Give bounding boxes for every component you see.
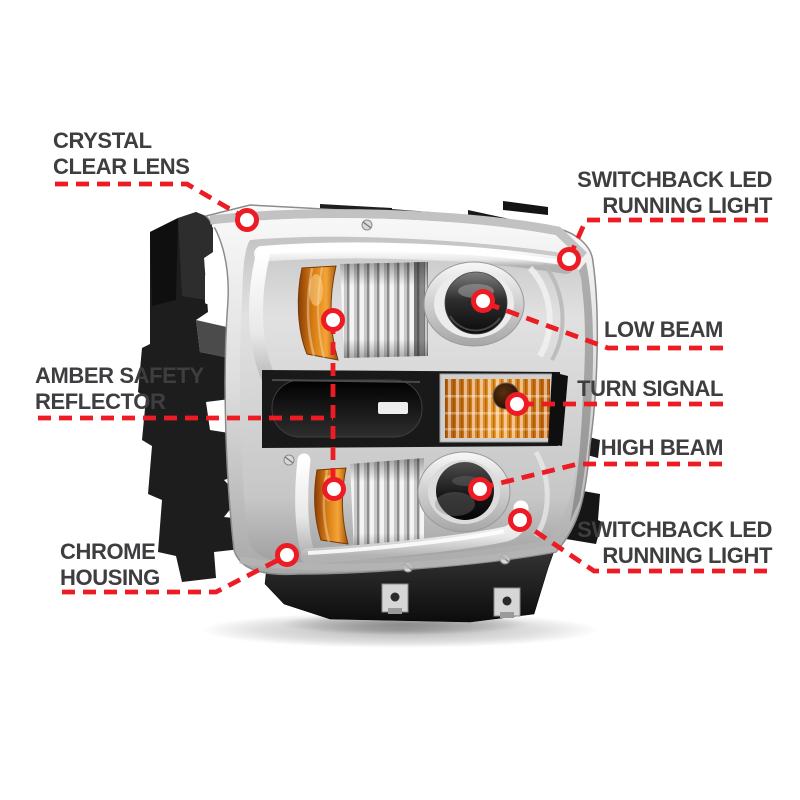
turn-signal-bulb: [492, 382, 520, 410]
callout-label-crystal-clear-lens: CRYSTAL CLEAR LENS: [53, 128, 190, 179]
callout-label-turn-signal: TURN SIGNAL: [577, 376, 723, 401]
fluted-reflector-top: [340, 262, 428, 358]
low-beam-projector: [423, 261, 525, 347]
callout-label-switchback-top: SWITCHBACK LED RUNNING LIGHT: [577, 167, 772, 218]
callout-label-amber-safety-reflector: AMBER SAFETY REFLECTOR: [35, 363, 204, 414]
mounting-tab-left: [381, 583, 409, 614]
mounting-tab-right: [493, 587, 521, 618]
callout-label-switchback-bottom: SWITCHBACK LED RUNNING LIGHT: [577, 517, 772, 568]
callout-label-chrome-housing: CHROME HOUSING: [60, 539, 160, 590]
amber-reflector-top: [297, 265, 339, 361]
turn-signal: [439, 372, 568, 446]
high-beam-projector: [417, 451, 511, 533]
callout-label-low-beam: LOW BEAM: [603, 317, 723, 342]
callout-label-high-beam: HIGH BEAM: [600, 435, 724, 460]
fluted-reflector-bottom: [350, 458, 424, 552]
